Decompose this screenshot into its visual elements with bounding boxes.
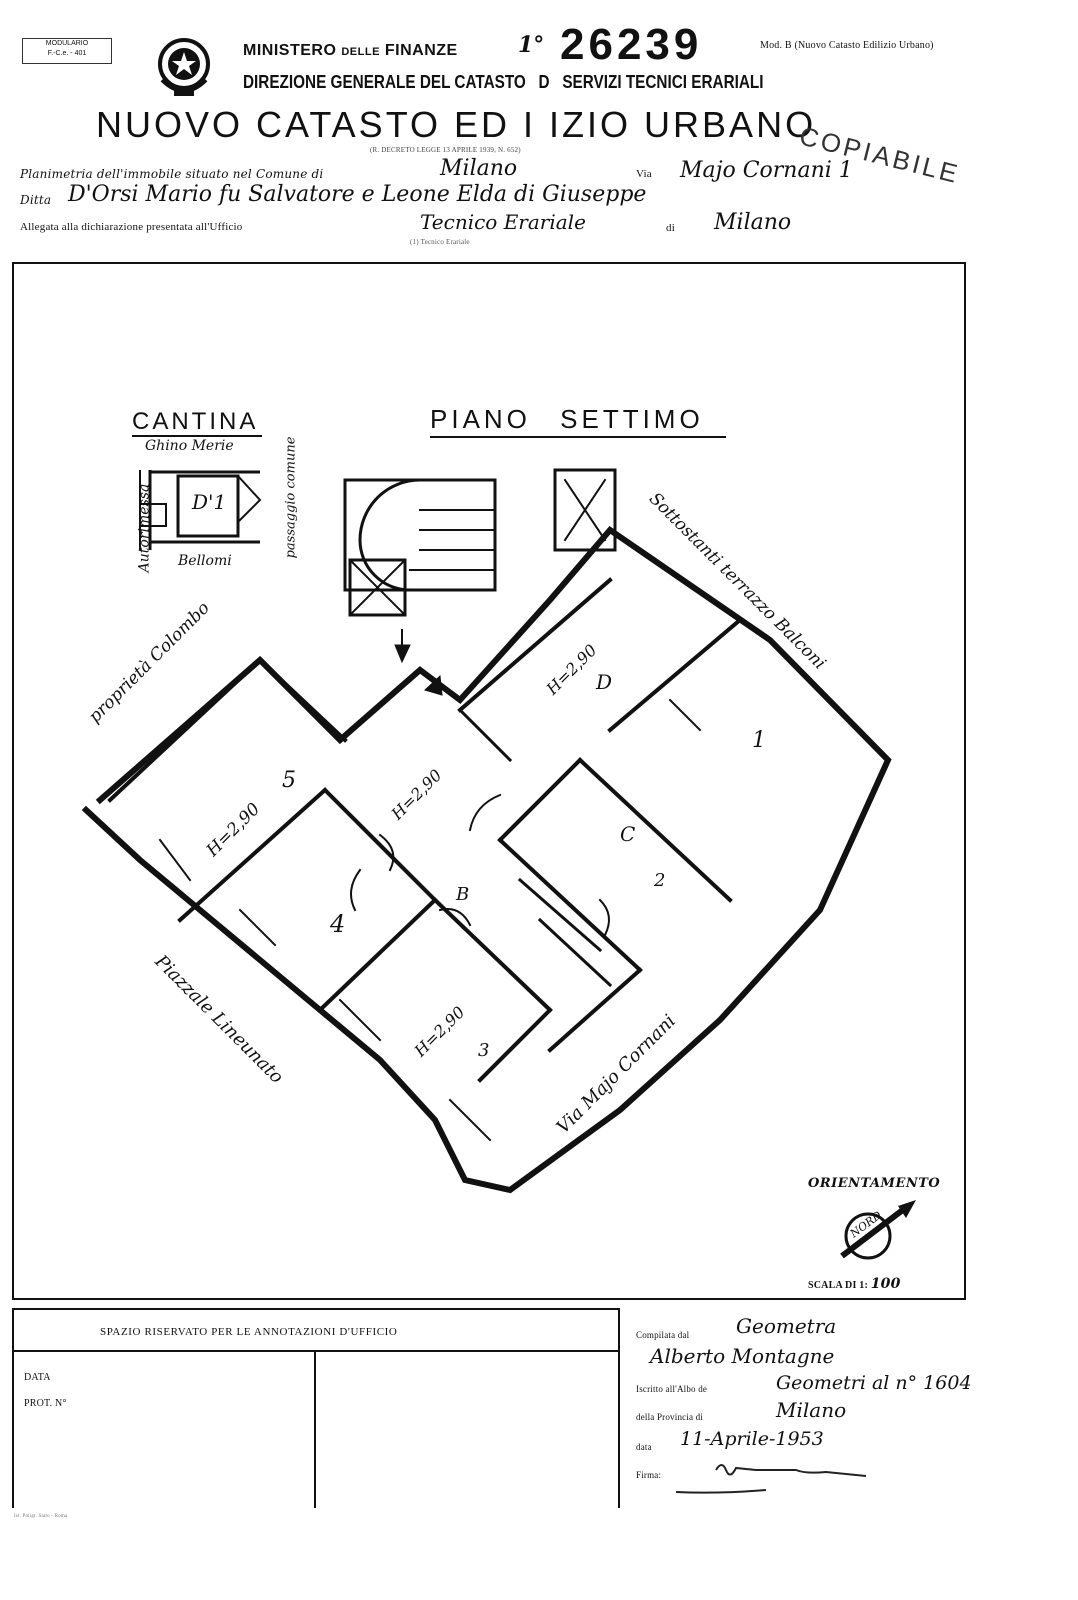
ministry-tail: FINANZE [384,42,458,59]
ditta-label: Ditta [20,193,52,207]
document-number: 26239 [560,20,703,69]
scale-label: SCALA DI 1: 100 [808,1276,901,1292]
scale-value: 100 [870,1276,901,1292]
signature [676,1464,867,1494]
room-d-label: D [596,670,613,694]
cantina-bottom-label: Bellomi [178,553,232,569]
printer-note: Ist. Poligr. Stato - Roma [14,1514,68,1519]
room-1-label: 1 [752,728,766,753]
compiled-name: Alberto Montagne [650,1344,835,1368]
room-2-label: 2 [654,870,666,891]
cantina-title: CANTINA [132,408,259,435]
room-b-label: B [456,884,470,905]
reserved-space-column-divider [314,1350,316,1508]
ministry-main: MINISTERO [243,42,337,59]
room-3-label: 3 [478,1040,490,1061]
provincia-label: della Provincia di [636,1412,704,1422]
iscritto-label: Iscritto all'Albo de [636,1384,708,1394]
cantina-underline [132,435,262,437]
cantina-top-label: Ghino Merie [145,438,234,454]
compiled-value: Geometra [736,1314,837,1338]
reserved-space-title: SPAZIO RISERVATO PER LE ANNOTAZIONI D'UF… [100,1326,398,1338]
data-label: DATA [24,1372,51,1383]
model-reference: Mod. B (Nuovo Catasto Edilizio Urbano) [760,40,934,51]
floor-title: PIANO SETTIMO [430,404,704,434]
reserved-space-box [12,1308,620,1508]
model-stamp-line1: MODULARIO [45,40,89,47]
floor-plan-drawing [81,468,892,1194]
orientation-title: ORIENTAMENTO [808,1176,941,1191]
provincia-value: Milano [776,1398,847,1422]
document-title: NUOVO CATASTO ED I IZIO URBANO [96,104,817,145]
comune-label: Planimetria dell'immobile situato nel Co… [20,167,324,181]
iscritto-value: Geometri al n° 1604 [776,1372,972,1394]
cantina-room-label: D'1 [192,490,227,514]
allegata-small: (1) Tecnico Erariale [410,238,470,246]
di-value: Milano [714,210,792,235]
di-label: di [666,222,675,234]
firma-label: Firma: [636,1470,662,1480]
ministry-small: DELLE [341,46,380,58]
allegata-value: Tecnico Erariale [420,210,586,234]
republic-emblem-icon [158,38,210,96]
room-4-label: 4 [330,910,346,938]
model-stamp-line2: F.-C.e. - 401 [47,50,87,57]
comune-value: Milano [440,156,518,181]
subtitle-small: (R. DECRETO LEGGE 13 APRILE 1939, N. 652… [370,146,521,154]
room-c-label: C [620,822,636,846]
direction-line: DIREZIONE GENERALE DEL CATASTO D SERVIZI… [243,72,764,92]
scale-label-text: SCALA DI 1: [808,1280,868,1291]
prot-label: PROT. N° [24,1398,67,1409]
north-arrow-icon [840,1200,916,1260]
floor-title-underline [430,436,726,438]
ditta-value: D'Orsi Mario fu Salvatore e Leone Elda d… [68,182,647,207]
date-value: 11-Aprile-1953 [680,1428,824,1450]
via-value: Majo Cornani 1 [680,158,853,183]
cantina-plan [139,470,262,550]
allegata-label: Allegata alla dichiarazione presentata a… [20,221,243,233]
room-5-label: 5 [282,768,296,793]
via-label: Via [636,168,652,180]
date-label: data [636,1442,652,1452]
prefix-handwriting: 1° [518,32,545,58]
model-stamp: MODULARIO F.-C.e. - 401 [22,38,112,64]
compiled-label: Compilata dal [636,1330,690,1340]
plan-frame [12,262,966,1300]
